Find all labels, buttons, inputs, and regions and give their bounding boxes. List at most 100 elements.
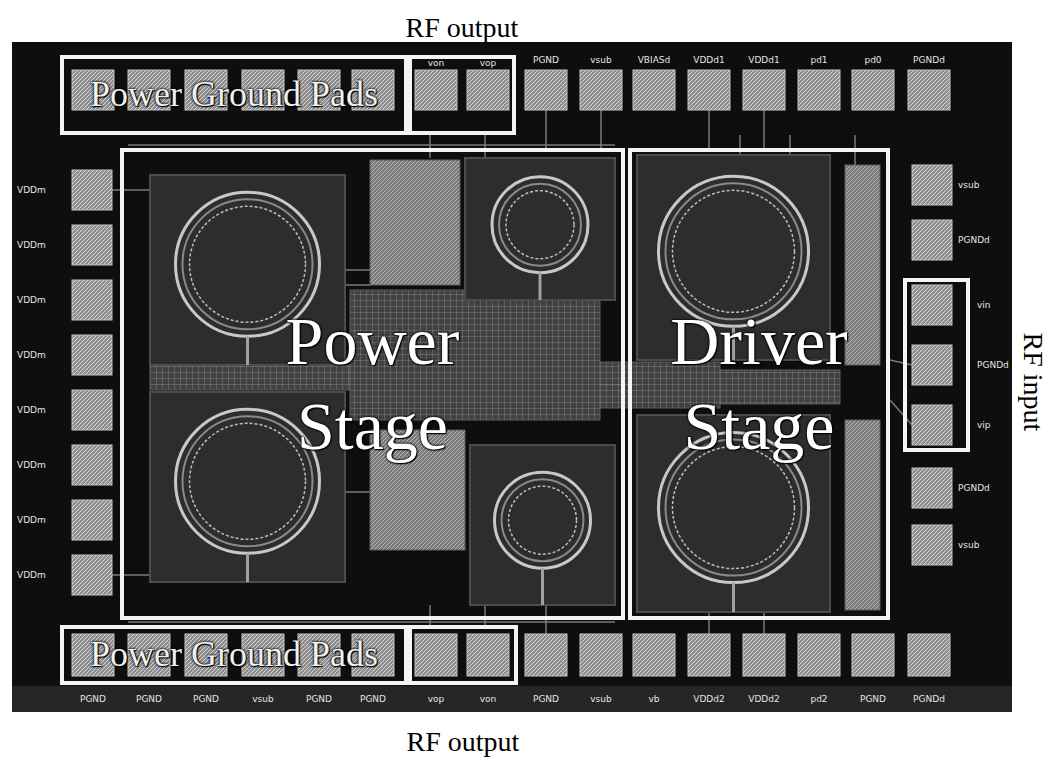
region-title: Power Ground Pads (90, 75, 378, 115)
pin-name: PGNDd (977, 361, 1009, 370)
bond-pad (72, 170, 112, 210)
spiral-inductor (150, 155, 830, 612)
pin-name: VDDm (17, 461, 46, 470)
bond-pad (743, 634, 785, 676)
port-label: RF input (1018, 333, 1049, 432)
metal-wire (128, 144, 615, 146)
pin-name: VDDd1 (748, 56, 779, 65)
pin-name: PGND (80, 695, 106, 704)
metal-wire (545, 110, 547, 150)
bond-pad (908, 70, 950, 110)
pin-name: PGND (193, 695, 219, 704)
pin-name: PGND (306, 695, 332, 704)
bond-pad (688, 70, 730, 110)
region-title: Driver Stage (639, 299, 879, 469)
bond-pad (743, 70, 785, 110)
chip-die (12, 686, 1012, 712)
bond-pad (580, 70, 622, 110)
bond-pad (415, 634, 457, 676)
bond-pad (852, 70, 894, 110)
metal-wire (890, 400, 912, 425)
stage-region: Driver Stage (628, 148, 890, 620)
spiral-inductor (499, 184, 581, 266)
pin-name: vip (977, 421, 991, 430)
pin-name: pd0 (864, 56, 881, 65)
pad-group-box: Power Ground Pads (60, 625, 408, 685)
spiral-inductor (246, 336, 249, 365)
spiral-inductor (183, 416, 313, 546)
stage-region: Power Stage (120, 148, 625, 620)
spiral-inductor (465, 158, 615, 300)
bond-pad (912, 468, 952, 508)
pad-group-box: Power Ground Pads (60, 55, 408, 135)
pin-name: pd2 (810, 695, 827, 704)
bond-pad (467, 70, 509, 110)
pin-name: vsub (958, 181, 979, 190)
transistor-array (845, 420, 880, 610)
spiral-inductor (673, 190, 795, 312)
bond-pad (525, 70, 567, 110)
bond-pad (852, 634, 894, 676)
pin-name: PGND (533, 695, 559, 704)
pin-name: VDDm (17, 296, 46, 305)
metal-wire (600, 110, 602, 150)
pin-name: PGNDd (958, 236, 990, 245)
port-label: RF output (406, 13, 519, 44)
metal-wire (112, 574, 150, 576)
bond-pad (415, 70, 457, 110)
bond-pad (467, 634, 509, 676)
pin-name: PGND (533, 56, 559, 65)
metal-wire (763, 110, 765, 150)
bond-pad (72, 335, 112, 375)
pin-name: VDDm (17, 406, 46, 415)
chip-die (12, 42, 1012, 712)
pin-name: pd1 (810, 56, 827, 65)
pin-name: vin (977, 301, 991, 310)
pin-name: VBIASd (638, 56, 671, 65)
metal-wire (708, 110, 710, 150)
bond-pad (912, 220, 952, 260)
region-title: Power Stage (253, 299, 493, 469)
bond-pad (72, 390, 112, 430)
pin-name: PGND (860, 695, 886, 704)
pin-name: PGNDd (913, 695, 945, 704)
region-title: Power Ground Pads (90, 635, 378, 675)
pin-name: vop (480, 59, 497, 68)
pin-name: VDDm (17, 516, 46, 525)
pin-name: vb (648, 695, 659, 704)
spiral-inductor (509, 486, 577, 554)
bond-pad (912, 345, 952, 385)
metal-wire (128, 621, 615, 623)
spiral-inductor (470, 445, 615, 605)
pin-name: VDDm (17, 186, 46, 195)
spiral-inductor (539, 273, 542, 300)
metal-wire (345, 269, 370, 271)
bond-pad (912, 405, 952, 445)
pin-name: PGNDd (913, 56, 945, 65)
spiral-inductor (541, 568, 544, 605)
metal-wire (739, 135, 741, 155)
transistor-array (845, 165, 880, 365)
pin-name: VDDm (17, 351, 46, 360)
bond-pad (72, 70, 952, 676)
spiral-inductor (732, 583, 735, 612)
rf-port-box: RF output (408, 625, 518, 685)
spiral-inductor (470, 445, 615, 605)
bond-pad (633, 70, 675, 110)
pin-name: VDDd2 (693, 695, 724, 704)
transistor-array (370, 160, 460, 285)
metal-wire (484, 135, 486, 158)
spiral-inductor (666, 183, 802, 319)
pin-name: vsub (590, 56, 611, 65)
bond-pad (72, 555, 112, 595)
pin-name: von (480, 695, 497, 704)
pin-name: vsub (958, 541, 979, 550)
bond-pad (908, 634, 950, 676)
port-label: RF output (407, 727, 520, 758)
bond-pad (72, 445, 112, 485)
rf-port-box: RF output (408, 55, 516, 135)
metal-wire (890, 360, 912, 365)
bond-pad (688, 634, 730, 676)
bond-pad (912, 165, 952, 205)
